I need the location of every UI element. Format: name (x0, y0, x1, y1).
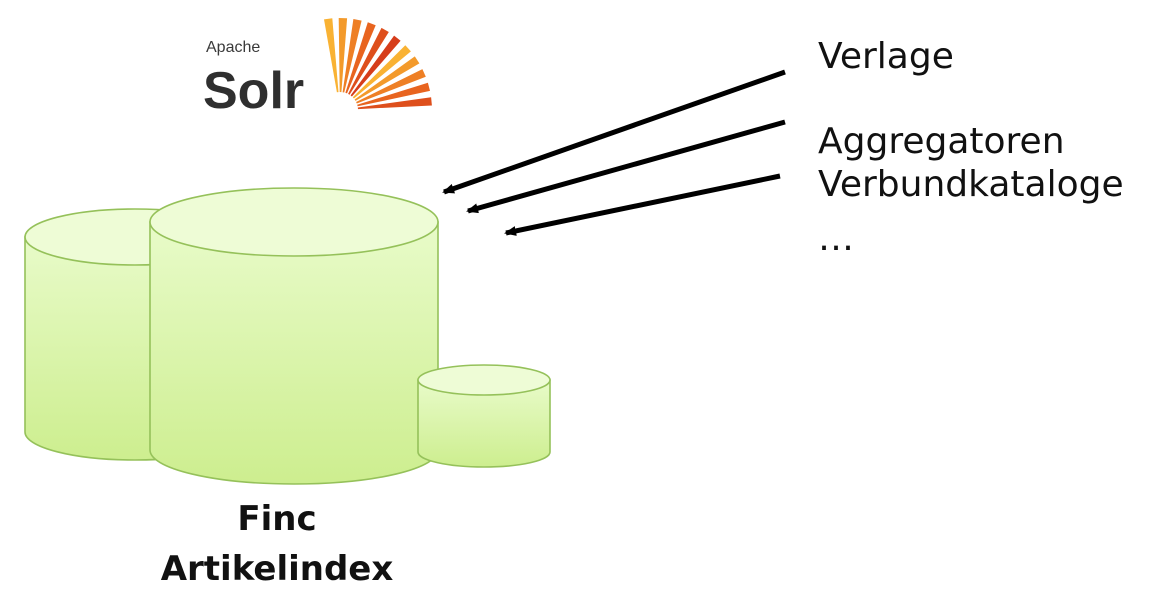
arrow-verlage (442, 69, 786, 195)
arrow-aggregatoren (466, 119, 786, 214)
sun-ray (357, 97, 432, 110)
sun-ray (352, 45, 411, 99)
arrow-verbundkataloge (504, 173, 781, 236)
sun-ray (324, 18, 339, 93)
sun-ray (357, 82, 430, 107)
logo-main-text: Solr (203, 62, 304, 120)
source-item-ellipsis: … (818, 218, 854, 259)
source-list: Verlage Aggregatoren Verbundkataloge … (818, 36, 1124, 259)
sun-ray (345, 22, 376, 94)
source-item-verbundkataloge: Verbundkataloge (818, 164, 1124, 205)
sun-ray (342, 19, 362, 93)
index-label-line2: Artikelindex (161, 549, 394, 589)
sun-ray (354, 56, 420, 101)
source-item-verlage: Verlage (818, 36, 954, 77)
source-item-aggregatoren: Aggregatoren (818, 121, 1065, 162)
source-arrows (442, 69, 786, 236)
sun-ray (338, 18, 348, 93)
sun-ray (350, 35, 401, 97)
sun-ray (356, 69, 426, 104)
index-label-line1: Finc (237, 499, 316, 539)
logo-top-text: Apache (206, 39, 260, 56)
index-label: Finc Artikelindex (161, 499, 394, 589)
sun-rays-icon (324, 18, 432, 110)
apache-solr-logo: Apache Solr (203, 18, 432, 120)
cylinder-main (149, 187, 439, 485)
cylinder-small (417, 364, 551, 468)
sun-ray (348, 27, 389, 95)
